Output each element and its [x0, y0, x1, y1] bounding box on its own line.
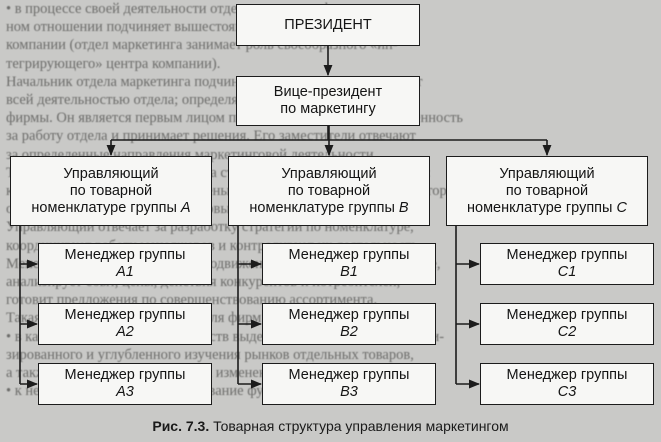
group-manager-box-b3: Менеджер группы В3 [262, 363, 436, 405]
group-manager-label: Менеджер группы [288, 247, 410, 263]
manager-subtitle: по товарной [505, 182, 589, 199]
group-manager-label: Менеджер группы [506, 247, 628, 263]
manager-nomenclature: номенклатуре группы А [31, 199, 191, 216]
vice-president-label-line1: Вице-президент [273, 84, 383, 100]
group-manager-label: Менеджер группы [64, 307, 186, 323]
group-manager-box-b1: Менеджер группы В1 [262, 243, 436, 285]
background-text-line: зированного и углубленного изучения рынк… [6, 346, 414, 363]
manager-title: Управляющий [63, 165, 159, 182]
group-code: С1 [557, 264, 577, 280]
manager-nomenclature: номенклатуре группы В [249, 199, 409, 216]
group-manager-label: Менеджер группы [64, 367, 186, 383]
group-code: А1 [116, 264, 134, 280]
group-manager-box-c2: Менеджер группы С2 [480, 303, 654, 345]
manager-box-b: Управляющий по товарной номенклатуре гру… [228, 156, 430, 226]
group-manager-label: Менеджер группы [506, 367, 628, 383]
manager-nomenclature: номенклатуре группы С [467, 199, 627, 216]
manager-title: Управляющий [499, 165, 595, 182]
group-code: А3 [116, 384, 134, 400]
president-label: ПРЕЗИДЕНТ [284, 16, 372, 33]
manager-group-letter: А [180, 199, 191, 216]
manager-box-a: Управляющий по товарной номенклатуре гру… [10, 156, 212, 226]
group-code: С3 [557, 384, 577, 400]
president-box: ПРЕЗИДЕНТ [236, 4, 420, 46]
caption-number: Рис. 7.3. [152, 418, 210, 434]
group-manager-label: Менеджер группы [64, 247, 186, 263]
group-code: С2 [557, 324, 577, 340]
group-manager-box-c3: Менеджер группы С3 [480, 363, 654, 405]
group-manager-label: Менеджер группы [288, 367, 410, 383]
group-code: В1 [340, 264, 358, 280]
manager-title: Управляющий [281, 165, 377, 182]
vice-president-label-line2: по маркетингу [280, 101, 376, 117]
group-code: В2 [340, 324, 358, 340]
group-manager-box-a2: Менеджер группы А2 [38, 303, 212, 345]
group-manager-box-a3: Менеджер группы А3 [38, 363, 212, 405]
group-code: А2 [116, 324, 134, 340]
manager-subtitle: по товарной [287, 182, 371, 199]
group-code: В3 [340, 384, 358, 400]
caption-text: Товарная структура управления маркетинго… [213, 418, 509, 434]
vice-president-box: Вице-президент по маркетингу [236, 76, 420, 126]
background-text-line: тегрирующего» центра компании). [6, 55, 221, 72]
manager-box-c: Управляющий по товарной номенклатуре гру… [446, 156, 648, 226]
group-manager-label: Менеджер группы [506, 307, 628, 323]
manager-subtitle: по товарной [69, 182, 153, 199]
group-manager-box-c1: Менеджер группы С1 [480, 243, 654, 285]
group-manager-label: Менеджер группы [288, 307, 410, 323]
manager-group-letter: В [398, 199, 409, 216]
manager-group-letter: С [616, 199, 627, 216]
figure-caption: Рис. 7.3. Товарная структура управления … [0, 418, 661, 434]
group-manager-box-a1: Менеджер группы А1 [38, 243, 212, 285]
group-manager-box-b2: Менеджер группы В2 [262, 303, 436, 345]
